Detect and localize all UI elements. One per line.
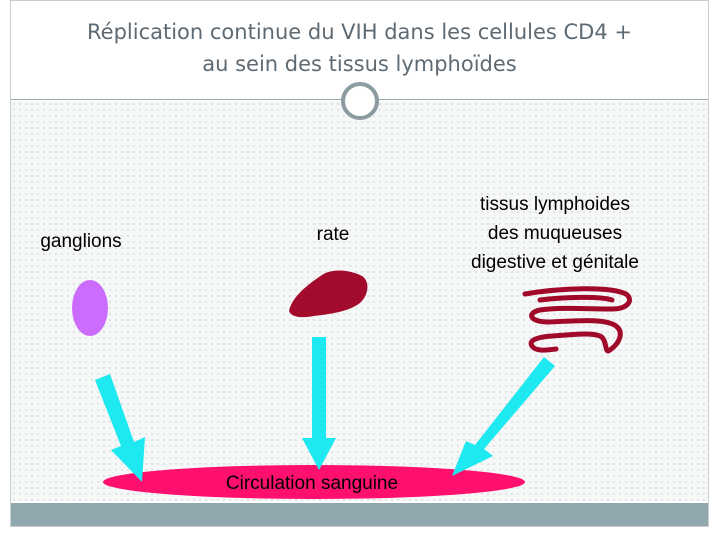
spleen-shape <box>289 270 368 318</box>
slide-frame <box>10 0 709 527</box>
slide-title: Réplication continue du VIH dans les cel… <box>87 20 632 76</box>
label-rate: rate <box>316 224 350 245</box>
label-circulation: Circulation sanguine <box>225 473 399 494</box>
arrow-ganglion-to-blood <box>95 374 145 482</box>
ring-ornament-icon <box>341 82 379 120</box>
arrow-spleen-to-blood <box>302 337 336 470</box>
label-mucosal-tissue: tissus lymphoides des muqueuses digestiv… <box>471 194 639 273</box>
footer-bar <box>11 503 708 526</box>
mucosal-tissue-shape <box>522 286 632 354</box>
circulation-ellipse <box>103 465 525 499</box>
ganglion-shape <box>72 280 108 336</box>
label-ganglions: ganglions <box>40 231 122 252</box>
arrow-mucosa-to-blood <box>452 357 555 476</box>
